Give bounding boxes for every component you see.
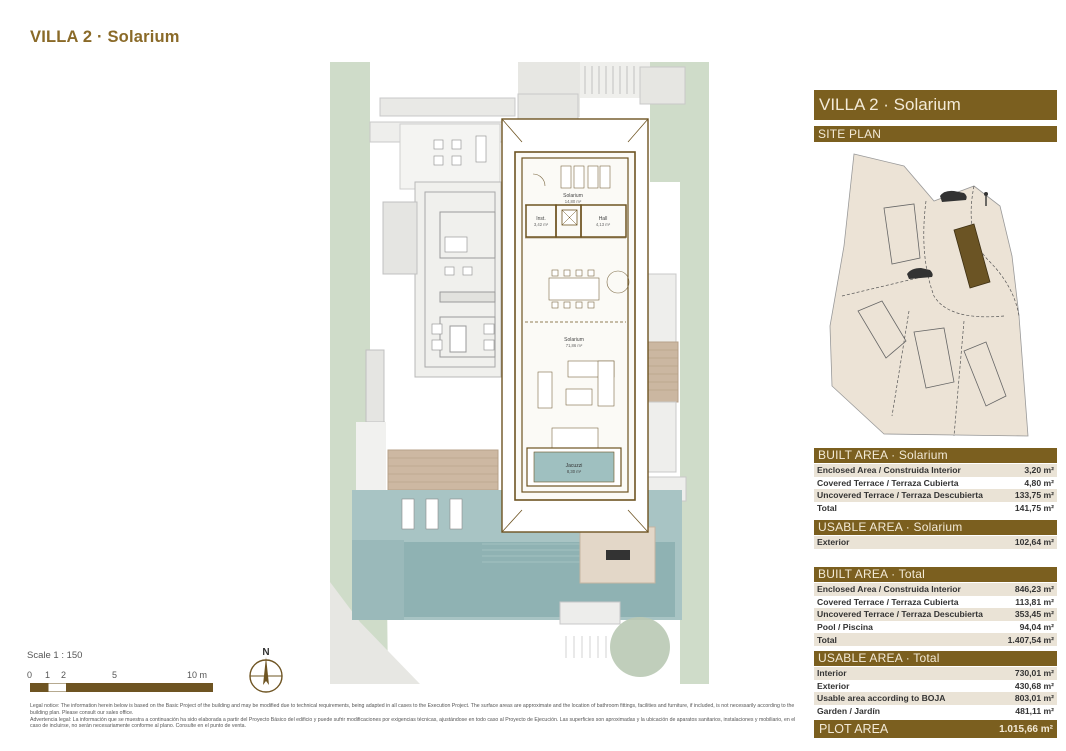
room-label-inst: Inst. bbox=[536, 216, 545, 222]
legal-notice-en: Legal notice: The information herein bel… bbox=[30, 703, 795, 716]
room-label-solarium-main: Solarium bbox=[564, 337, 584, 343]
room-label-solarium-top: Solarium bbox=[563, 193, 583, 199]
room-label-hall: Hall bbox=[599, 216, 608, 222]
scale-tick: 0 bbox=[27, 670, 33, 680]
built-area-solarium-heading: BUILT AREA · Solarium bbox=[814, 448, 1057, 463]
legal-notice: Legal notice: The information herein bel… bbox=[30, 703, 800, 730]
usable-area-solarium-heading: USABLE AREA · Solarium bbox=[814, 520, 1057, 535]
room-area-jacuzzi: 8,30 m² bbox=[567, 469, 582, 474]
scale-tick: 10 m bbox=[187, 670, 208, 680]
usable-area-total-heading: USABLE AREA · Total bbox=[814, 651, 1057, 666]
scale-tick: 2 bbox=[61, 670, 67, 680]
page-title: VILLA 2 · Solarium bbox=[30, 28, 180, 46]
scale-bar bbox=[30, 683, 213, 692]
scale-tick: 1 bbox=[45, 670, 51, 680]
plot-area-value: 1.015,66 m² bbox=[999, 723, 1053, 735]
scale-tick: 5 bbox=[112, 670, 118, 680]
plot-area-bar: PLOT AREA 1.015,66 m² bbox=[814, 720, 1057, 738]
scale-ticks: 0 1 2 5 10 m bbox=[27, 670, 227, 682]
legal-notice-es: Advertencia legal: La información que se… bbox=[30, 716, 796, 730]
villa-heading: VILLA 2 · Solarium bbox=[814, 90, 1057, 120]
room-area-solarium-top: 14,80 m² bbox=[565, 199, 582, 204]
north-label: N bbox=[262, 647, 269, 658]
room-area-solarium-main: 71,86 m² bbox=[566, 343, 583, 348]
north-arrow-icon: N bbox=[249, 647, 283, 693]
scale-label: Scale 1 : 150 bbox=[27, 650, 83, 661]
room-area-inst: 3,42 m² bbox=[534, 222, 549, 227]
room-area-hall: 4,13 m² bbox=[596, 222, 611, 227]
site-plan-map bbox=[829, 153, 1029, 437]
built-area-total-heading: BUILT AREA · Total bbox=[814, 567, 1057, 582]
site-plan-heading: SITE PLAN bbox=[814, 126, 1057, 142]
floor-plan: Solarium 14,80 m² Inst. 3,42 m² Hall 4,1… bbox=[330, 62, 709, 684]
plot-area-label: PLOT AREA bbox=[819, 722, 889, 736]
room-label-jacuzzi: Jacuzzi bbox=[566, 463, 583, 469]
